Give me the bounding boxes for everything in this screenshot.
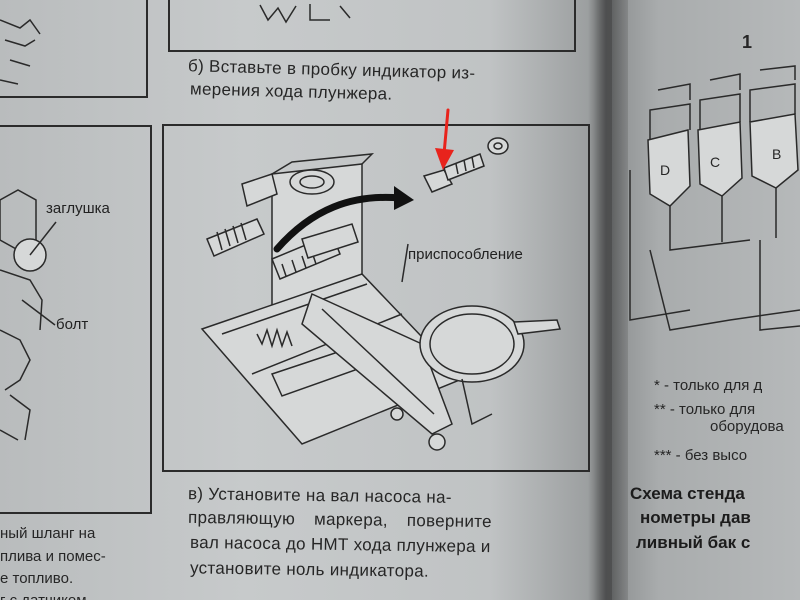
right-page xyxy=(612,0,800,600)
left-bottom-line-3: е топливо. xyxy=(0,570,74,587)
bottom-caption-line-1: в) Установите на вал насоса на- xyxy=(187,484,452,507)
diagram-letter-b: B xyxy=(772,146,782,162)
right-legend-line-1: * - только для д xyxy=(654,377,763,394)
left-bottom-line-2: плива и помес- xyxy=(0,548,106,565)
book-gutter xyxy=(588,0,628,600)
left-top-frame xyxy=(0,0,148,98)
left-bottom-line-1: ный шланг на xyxy=(0,525,96,542)
bottom-caption-line-3: вал насоса до НМТ хода плунжера и xyxy=(189,532,491,557)
left-bottom-line-4: г с датчиком xyxy=(0,592,87,600)
right-page-number: 1 xyxy=(742,32,753,52)
bottom-caption-line-4: установите ноль индикатора. xyxy=(189,558,430,581)
fixture-illustration xyxy=(200,137,562,451)
right-bold-line-1: Схема стенда xyxy=(630,484,745,503)
diagram-letter-d: D xyxy=(660,162,671,178)
main-figure-frame xyxy=(162,124,590,472)
label-bolt: болт xyxy=(56,316,89,333)
right-legend-line-3: оборудова xyxy=(710,418,784,435)
right-stand-diagram xyxy=(629,65,800,331)
top-figure-fragment xyxy=(259,4,351,24)
diagram-letter-c: C xyxy=(710,154,721,170)
right-legend-line-2: ** - только для xyxy=(654,401,756,418)
top-figure-frame xyxy=(168,0,576,52)
bottom-caption-line-2: правляющую маркера, поверните xyxy=(187,507,492,532)
right-bold-line-3: ливный бак с xyxy=(636,533,751,552)
label-plug: заглушка xyxy=(46,200,110,217)
figure-label-fixture: приспособление xyxy=(408,246,523,263)
red-arrow xyxy=(435,108,454,170)
left-mechanism-drawing xyxy=(0,18,57,441)
right-legend-line-4: *** - без высо xyxy=(654,447,748,464)
left-figure-frame xyxy=(0,125,152,514)
right-bold-line-2: нометры дав xyxy=(640,508,751,527)
